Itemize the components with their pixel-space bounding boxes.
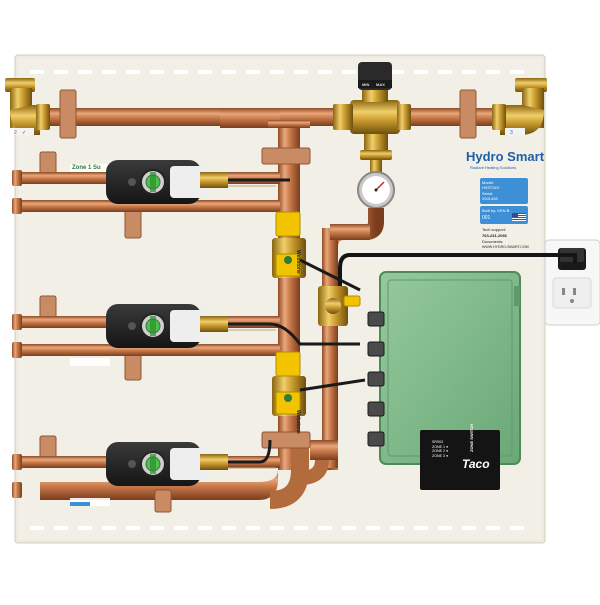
ball-valve-supply bbox=[318, 286, 361, 326]
flag-icon bbox=[512, 213, 526, 221]
built-by: Built by: KEN B. bbox=[482, 208, 511, 213]
ball-valve-lower-label: Webstone bbox=[295, 410, 301, 434]
cable-glands bbox=[367, 311, 385, 447]
svg-text:3: 3 bbox=[510, 130, 513, 136]
control-wires bbox=[228, 178, 366, 464]
model-serial-label bbox=[480, 178, 528, 204]
svg-text:2: 2 bbox=[14, 130, 17, 136]
zone-2-valve-actuator bbox=[106, 304, 228, 348]
zone-1-valve-actuator bbox=[106, 160, 228, 204]
documents-label: Documents: bbox=[482, 239, 504, 244]
right-brass-elbow: 3 bbox=[492, 78, 547, 136]
zone-3-valve-actuator bbox=[106, 442, 228, 486]
temperature-gauge bbox=[357, 160, 395, 209]
svg-text:✓: ✓ bbox=[22, 130, 26, 136]
brand-logo: Hydro Smart bbox=[466, 149, 545, 164]
power-cord bbox=[338, 253, 577, 292]
mix-max-label: MAX bbox=[376, 82, 385, 87]
brand-tagline: Radiant Heating Solutions bbox=[470, 165, 517, 170]
pipe-brackets bbox=[39, 89, 477, 513]
zone-1-label: Zone 1 Su bbox=[72, 165, 101, 171]
tech-support-label: Tech support: bbox=[482, 227, 507, 232]
ball-valve-upper-label: Webstone bbox=[295, 250, 301, 274]
mixing-valve bbox=[333, 62, 411, 160]
ball-valve-lower bbox=[272, 351, 306, 416]
serial-label: Serial: bbox=[482, 191, 494, 196]
tech-support-phone: 763-231-2066 bbox=[482, 233, 507, 238]
serial-value: 2001428 bbox=[482, 196, 498, 201]
ball-valve-upper bbox=[272, 211, 306, 278]
left-brass-elbow: 2 ✓ bbox=[5, 78, 50, 136]
mix-min-label: MIN bbox=[362, 82, 369, 87]
wall-outlet bbox=[544, 239, 600, 326]
controller-logo: Taco bbox=[462, 457, 490, 471]
model-value: HS3T3ZV bbox=[482, 185, 500, 190]
documents-url: WWW.HYDRO-SMART.COM bbox=[482, 245, 529, 249]
controller-title: ZONE SWITCH bbox=[469, 424, 474, 452]
zone-controller-box bbox=[379, 271, 521, 490]
model-label: Model: bbox=[482, 180, 495, 185]
built-number: 001 bbox=[482, 215, 491, 221]
bottom-return-bend bbox=[269, 440, 309, 509]
controller-body: SR503 ZONE 1 ● ZONE 2 ● ZONE 3 ● bbox=[432, 440, 449, 459]
